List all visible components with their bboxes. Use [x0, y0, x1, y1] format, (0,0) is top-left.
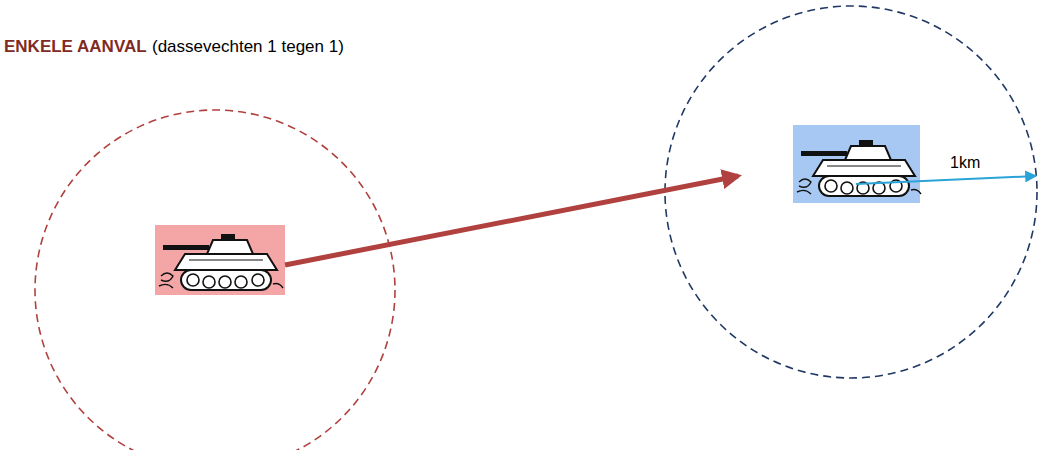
- range-circle: [35, 110, 395, 450]
- tank-background: [155, 225, 285, 295]
- subheading: (dassevechten 1 tegen 1): [152, 37, 344, 57]
- range-circle: [665, 6, 1037, 378]
- radius-arrow: [856, 176, 1036, 184]
- attack-arrow: [285, 176, 738, 265]
- heading: ENKELE AANVAL: [4, 37, 147, 57]
- distance-label: 1km: [948, 154, 982, 172]
- tank-icon: [159, 234, 283, 290]
- tank-icon: [797, 140, 921, 196]
- tank-background: [793, 125, 920, 203]
